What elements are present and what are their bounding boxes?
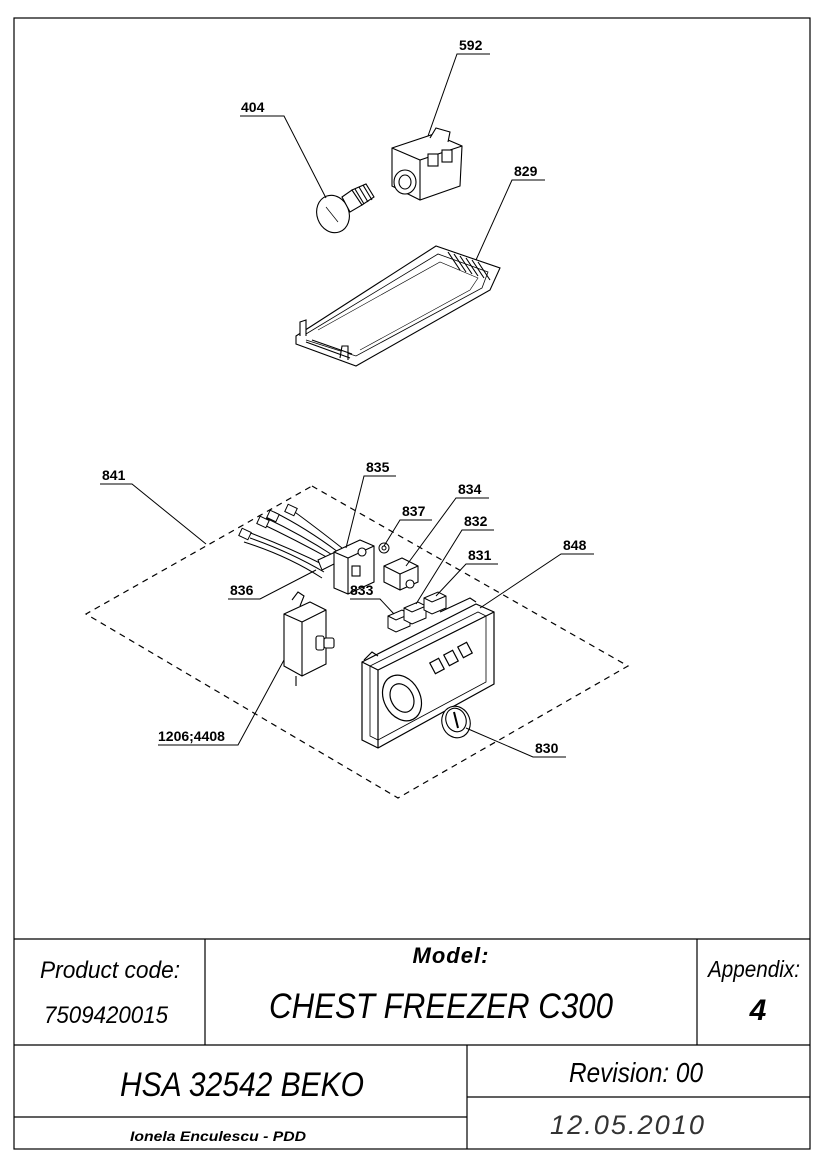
appendix-value: 4 [749, 994, 767, 1027]
date: 12.05.2010 [550, 1110, 706, 1140]
callout-833: 833 [350, 582, 374, 598]
callout-841: 841 [102, 467, 126, 483]
part-1206-4408-thermostat [283, 591, 335, 686]
part-832-lens [403, 601, 427, 625]
part-837-clip [378, 542, 390, 554]
callout-830: 830 [535, 740, 559, 756]
assembly-boundary-841 [84, 485, 630, 799]
part-831-lens [423, 591, 447, 615]
callout-848: 848 [563, 537, 587, 553]
model-label: Model: [413, 943, 490, 968]
part-834-switch [383, 557, 419, 591]
callout-404: 404 [241, 99, 265, 115]
part-848-control-panel [361, 597, 495, 749]
drawing-frame [13, 17, 811, 1150]
part-829-lamp-cover [295, 245, 501, 367]
hsa-code: HSA 32542 BEKO [120, 1066, 364, 1104]
part-592-lamp-holder [391, 127, 463, 201]
part-836-wire-harness [238, 503, 351, 579]
product-code-label: Product code: [40, 957, 180, 984]
callout-592: 592 [459, 37, 483, 53]
callout-837: 837 [402, 503, 426, 519]
author: Ionela Enculescu - PDD [130, 1128, 306, 1144]
part-830-knob [441, 705, 471, 739]
callout-831: 831 [468, 547, 492, 563]
appendix-label: Appendix: [706, 956, 800, 982]
callout-836: 836 [230, 582, 254, 598]
callout-829: 829 [514, 163, 538, 179]
callout-1206-4408: 1206;4408 [158, 728, 225, 744]
part-835-connector-block [333, 539, 375, 595]
callout-832: 832 [464, 513, 488, 529]
part-404-lamp-bulb [316, 183, 375, 234]
product-code-value: 7509420015 [44, 1002, 169, 1029]
callout-835: 835 [366, 459, 390, 475]
model-name: CHEST FREEZER C300 [269, 987, 613, 1026]
revision: Revision: 00 [569, 1057, 703, 1088]
leader-lines [100, 53, 594, 758]
callout-834: 834 [458, 481, 482, 497]
title-block-grid [14, 938, 810, 1149]
